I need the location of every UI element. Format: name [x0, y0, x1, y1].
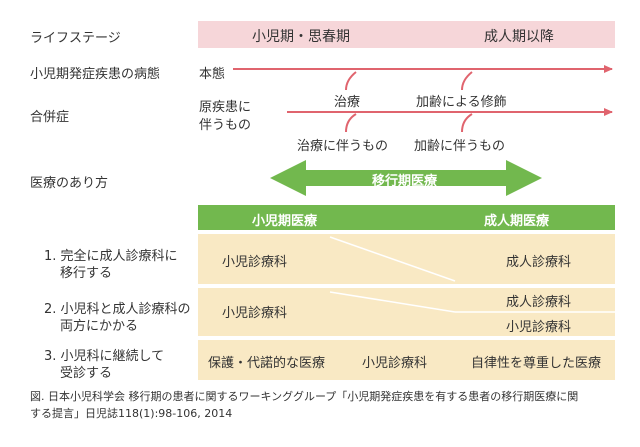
life-stage-band [198, 21, 615, 48]
option-1-right-cell: 成人診療科 [506, 255, 572, 270]
option-2-label-2: 両方にかかる [60, 319, 139, 334]
treatment-label: 治療 [334, 95, 361, 110]
option-3-right-cell: 自律性を尊重した医療 [471, 356, 602, 371]
option-3-left-cell: 保護・代諾的な医療 [208, 356, 326, 371]
primary-disease-label-2: 伴うもの [199, 118, 252, 133]
aging-related-connector [461, 113, 473, 133]
primary-disease-label-1: 原疾患に [199, 100, 252, 115]
care-header-band [198, 205, 615, 230]
aging-branch-connector [461, 71, 473, 91]
disease-core-label: 本態 [199, 67, 226, 82]
pediatric-care-header: 小児期医療 [252, 214, 318, 229]
transition-double-arrow [270, 160, 542, 196]
band-adult-label: 成人期以降 [484, 29, 554, 45]
figure-caption-line-1: 図. 日本小児科学会 移行期の患者に関するワーキンググループ「小児期発症疾患を有… [30, 390, 579, 403]
row-label-life-stage: ライフステージ [30, 31, 121, 46]
option-2-label-1: 2. 小児科と成人診療科の [44, 302, 191, 317]
option-1-diagonal [329, 236, 456, 282]
row-label-disease: 小児期発症疾患の病態 [30, 67, 161, 82]
band-child-label: 小児期・思春期 [252, 29, 350, 45]
option-1-left-cell: 小児診療科 [222, 255, 288, 270]
option-2-diagonal [329, 291, 456, 313]
option-3-middle-cell: 小児診療科 [362, 356, 428, 371]
option-3-label-1: 3. 小児科に継続して [44, 349, 165, 364]
option-1-label-2: 移行する [60, 266, 113, 281]
treatment-related-label: 治療に伴うもの [297, 139, 389, 154]
row-label-care: 医療のあり方 [30, 176, 109, 191]
option-2-right-bottom-cell: 小児診療科 [506, 320, 572, 335]
treatment-branch-connector [345, 71, 357, 91]
option-3-label-2: 受診する [60, 366, 113, 381]
adult-care-header: 成人期医療 [484, 214, 550, 229]
option-1-label-1: 1. 完全に成人診療科に [44, 249, 178, 264]
aging-modification-label: 加齢による修飾 [416, 95, 507, 110]
transition-label: 移行期医療 [372, 174, 438, 189]
aging-related-label: 加齢に伴うもの [414, 139, 506, 154]
treatment-related-connector [345, 113, 357, 133]
option-2-left-cell: 小児診療科 [222, 306, 288, 321]
figure-caption-line-2: する提言」日児誌118(1):98-106, 2014 [30, 407, 233, 420]
option-1-row [198, 234, 615, 284]
option-3-row [198, 340, 615, 380]
row-label-comorbidity: 合併症 [30, 110, 70, 125]
option-2-right-top-cell: 成人診療科 [506, 295, 572, 310]
